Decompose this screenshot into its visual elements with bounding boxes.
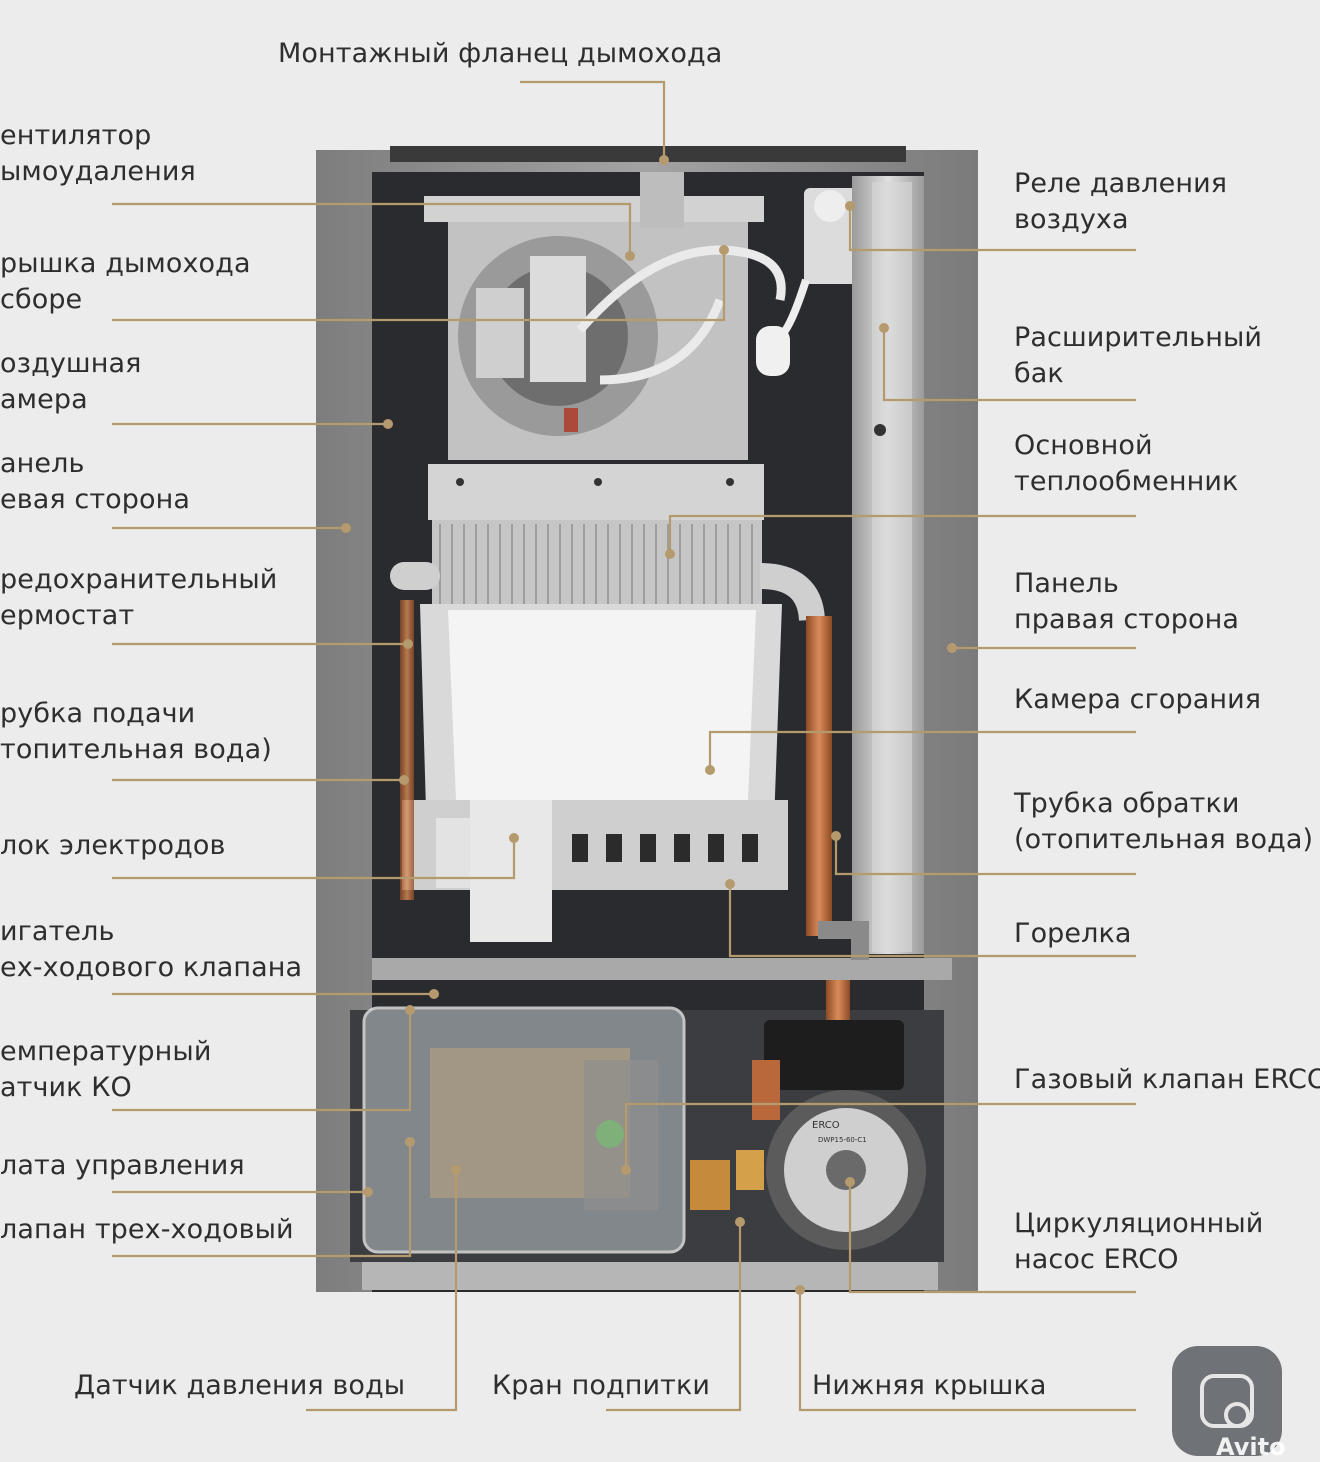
leader-temp-sensor [112, 1010, 412, 1112]
gas-valve [752, 1020, 904, 1120]
pump-model-text: DWP15-60-C1 [818, 1136, 867, 1144]
left-label-10-line-0: лапан трех-ходовый [0, 1214, 294, 1245]
left-label-3-line-0: анель [0, 448, 85, 479]
right-label-8: Циркуляционный насос ERCO [1014, 1206, 1263, 1278]
left-label-5-line-0: рубка подачи [0, 698, 196, 729]
right-label-7-line-0: Газовый клапан ERCO [1014, 1064, 1320, 1095]
right-label-0-line-1: воздуха [1014, 204, 1129, 235]
expansion-tank [852, 176, 924, 954]
label-chimney-flange: Монтажный фланец дымохода [278, 38, 723, 69]
leader-expansion-tank [882, 328, 1136, 402]
left-label-1-line-1: сборе [0, 284, 83, 315]
left-label-7-line-0: игатель [0, 916, 115, 947]
left-label-8: емпературный атчик КО [0, 1034, 212, 1106]
right-label-8-line-0: Циркуляционный [1014, 1208, 1264, 1239]
right-label-6-line-0: Горелка [1014, 918, 1132, 949]
label-bottom-cover: Нижняя крышка [812, 1370, 1047, 1401]
left-label-4-line-0: редохранительный [0, 564, 278, 595]
right-label-1: Расширительный бак [1014, 320, 1262, 392]
watermark-text: Avito [1216, 1433, 1286, 1461]
left-label-9: лата управления [0, 1148, 245, 1184]
right-label-1-line-1: бак [1014, 358, 1064, 389]
left-label-1: рышка дымохода сборе [0, 246, 251, 318]
leader-burner [728, 884, 1136, 958]
left-label-6: лок электродов [0, 828, 226, 864]
leader-dots [341, 155, 957, 1295]
right-label-0-line-0: Реле давления [1014, 168, 1228, 199]
label-make-up-tap: Кран подпитки [492, 1370, 711, 1401]
right-label-0: Реле давления воздуха [1014, 166, 1227, 238]
leader-flange [520, 80, 666, 160]
leader-fan [112, 202, 632, 254]
left-label-5-line-1: топительная вода) [0, 734, 272, 765]
label-water-pressure-sensor: Датчик давления воды [74, 1370, 406, 1401]
right-label-1-line-0: Расширительный [1014, 322, 1263, 353]
left-label-9-line-0: лата управления [0, 1150, 245, 1181]
left-label-8-line-1: атчик КО [0, 1072, 132, 1103]
right-label-6: Горелка [1014, 916, 1132, 952]
left-label-10: лапан трех-ходовый [0, 1212, 294, 1248]
right-label-5: Трубка обратки (отопительная вода) [1014, 786, 1313, 858]
avito-face-icon [1200, 1374, 1254, 1428]
make-up-tap [690, 1150, 764, 1210]
leader-lines [112, 80, 1136, 1412]
pump-brand-text: ERCO [812, 1120, 840, 1131]
right-label-2-line-1: теплообменник [1014, 466, 1239, 497]
leader-gas-valve [624, 1102, 1136, 1170]
leader-pump [848, 1182, 1136, 1294]
left-label-4-line-1: ермостат [0, 600, 135, 631]
leader-heat-exchanger [668, 514, 1136, 554]
right-label-2-line-0: Основной [1014, 430, 1153, 461]
left-label-2-line-1: амера [0, 384, 88, 415]
right-label-2: Основной теплообменник [1014, 428, 1238, 500]
leader-combustion [708, 730, 1136, 770]
left-label-3: анель евая сторона [0, 446, 190, 518]
leader-bottom-cover [798, 1290, 1136, 1412]
heat-exchanger [390, 464, 825, 622]
right-label-3-line-1: правая сторона [1014, 604, 1239, 635]
left-label-0-line-1: ымоудаления [0, 156, 196, 187]
avito-watermark-logo [1172, 1346, 1282, 1456]
circulation-pump: ERCO DWP15-60-C1 [766, 1090, 926, 1250]
left-label-2-line-0: оздушная [0, 348, 142, 379]
left-label-4: редохранительный ермостат [0, 562, 277, 634]
left-label-0: ентилятор ымоудаления [0, 118, 196, 190]
left-label-8-line-0: емпературный [0, 1036, 212, 1067]
right-label-5-line-1: (отопительная вода) [1014, 824, 1314, 855]
leader-water-sensor [306, 1170, 458, 1412]
magnifier-icon [1224, 1402, 1250, 1428]
right-label-3: Панель правая сторона [1014, 566, 1239, 638]
return-pipe [400, 600, 869, 1040]
leader-electrodes [112, 840, 516, 880]
left-label-1-line-0: рышка дымохода [0, 248, 251, 279]
left-label-7-line-1: ех-ходового клапана [0, 952, 303, 983]
leader-air-relay [848, 208, 1136, 252]
left-label-7: игатель ех-ходового клапана [0, 914, 302, 986]
left-label-5: рубка подачи топительная вода) [0, 696, 272, 768]
right-label-4-line-0: Камера сгорания [1014, 684, 1262, 715]
leader-three-way-valve [112, 1142, 412, 1258]
right-label-7: Газовый клапан ERCO [1014, 1062, 1320, 1098]
burner [402, 800, 788, 942]
right-label-5-line-0: Трубка обратки [1014, 788, 1240, 819]
right-label-3-line-0: Панель [1014, 568, 1119, 599]
leader-make-up [606, 1222, 742, 1412]
fan-assembly [424, 172, 786, 460]
control-box [362, 1006, 686, 1254]
leader-fan-cover [112, 252, 726, 322]
leader-return-pipe [834, 836, 1136, 876]
left-label-0-line-0: ентилятор [0, 120, 152, 151]
right-label-8-line-1: насос ERCO [1014, 1244, 1179, 1275]
left-label-2: оздушная амера [0, 346, 141, 418]
left-label-6-line-0: лок электродов [0, 830, 226, 861]
left-label-3-line-1: евая сторона [0, 484, 191, 515]
right-label-4: Камера сгорания [1014, 682, 1261, 718]
air-pressure-relay [756, 188, 858, 376]
